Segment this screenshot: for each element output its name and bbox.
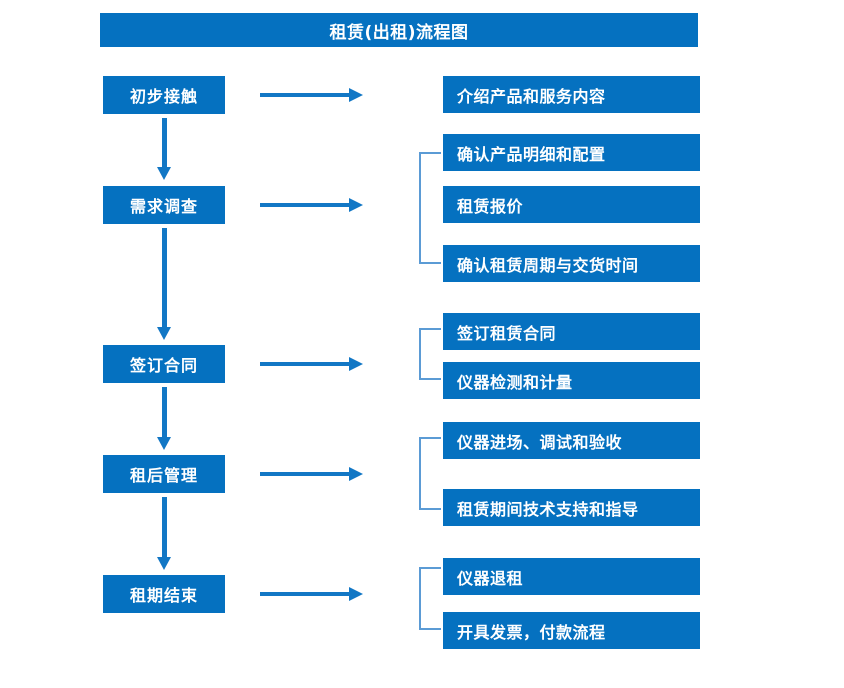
detail-box-instrument-entry[interactable]: 仪器进场、调试和验收 — [443, 422, 700, 459]
arrow-shaft — [260, 362, 351, 366]
horizontal-arrow-stage1 — [260, 88, 363, 102]
arrow-head-icon — [349, 357, 363, 371]
horizontal-arrow-stage5 — [260, 587, 363, 601]
arrow-head-icon — [157, 557, 171, 570]
detail-box-introduce-products[interactable]: 介绍产品和服务内容 — [443, 76, 700, 113]
arrow-head-icon — [157, 167, 171, 180]
detail-box-sign-rental-contract[interactable]: 签订租赁合同 — [443, 313, 700, 350]
arrow-head-icon — [349, 467, 363, 481]
detail-box-instrument-testing[interactable]: 仪器检测和计量 — [443, 362, 700, 399]
detail-box-rental-quote[interactable]: 租赁报价 — [443, 186, 700, 223]
arrow-shaft — [260, 93, 351, 97]
detail-box-confirm-spec[interactable]: 确认产品明细和配置 — [443, 134, 700, 171]
vertical-arrow-stage4-stage5 — [157, 497, 171, 570]
group-bracket-post-rent — [419, 437, 441, 510]
group-bracket-demand-survey — [419, 152, 441, 264]
detail-box-invoice-payment[interactable]: 开具发票，付款流程 — [443, 612, 700, 649]
arrow-shaft — [260, 592, 351, 596]
detail-box-instrument-return[interactable]: 仪器退租 — [443, 558, 700, 595]
stage-box-sign-contract[interactable]: 签订合同 — [103, 345, 225, 383]
group-bracket-rental-end — [419, 567, 441, 630]
arrow-shaft — [260, 472, 351, 476]
arrow-shaft — [162, 387, 167, 437]
vertical-arrow-stage3-stage4 — [157, 387, 171, 450]
arrow-shaft — [260, 203, 351, 207]
arrow-shaft — [162, 118, 167, 167]
page-title: 租赁(出租)流程图 — [100, 13, 698, 47]
group-bracket-sign-contract — [419, 328, 441, 380]
arrow-head-icon — [349, 198, 363, 212]
stage-box-post-rent-manage[interactable]: 租后管理 — [103, 455, 225, 493]
stage-box-initial-contact[interactable]: 初步接触 — [103, 76, 225, 114]
vertical-arrow-stage1-stage2 — [157, 118, 171, 180]
arrow-shaft — [162, 497, 167, 557]
detail-box-confirm-period[interactable]: 确认租赁周期与交货时间 — [443, 245, 700, 282]
arrow-shaft — [162, 228, 167, 327]
stage-box-demand-survey[interactable]: 需求调查 — [103, 186, 225, 224]
arrow-head-icon — [157, 327, 171, 340]
horizontal-arrow-stage4 — [260, 467, 363, 481]
vertical-arrow-stage2-stage3 — [157, 228, 171, 340]
horizontal-arrow-stage2 — [260, 198, 363, 212]
horizontal-arrow-stage3 — [260, 357, 363, 371]
arrow-head-icon — [349, 587, 363, 601]
stage-box-rental-end[interactable]: 租期结束 — [103, 575, 225, 613]
detail-box-technical-support[interactable]: 租赁期间技术支持和指导 — [443, 489, 700, 526]
arrow-head-icon — [349, 88, 363, 102]
arrow-head-icon — [157, 437, 171, 450]
